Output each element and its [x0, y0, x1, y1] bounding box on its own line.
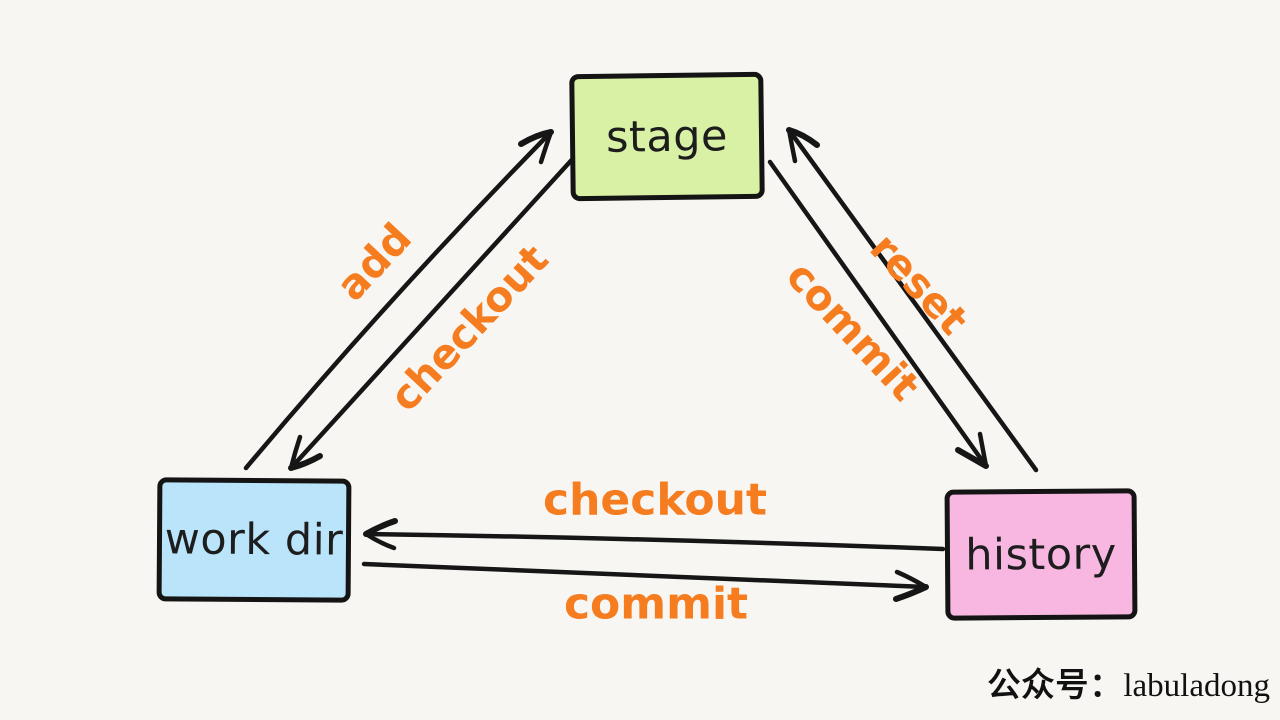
watermark: 公众号：labuladong [987, 658, 1270, 706]
node-work-dir-label: work dir [164, 514, 344, 566]
arrow-add [243, 129, 554, 471]
watermark-name: labuladong [1123, 668, 1270, 704]
edge-label-checkout-history-to-workdir: checkout [543, 474, 767, 526]
node-history-label: history [965, 528, 1117, 581]
node-stage: stage [569, 71, 765, 202]
arrow-reset [786, 127, 1039, 473]
watermark-prefix: 公众号： [987, 665, 1124, 704]
arrow-checkout-to-workdir [288, 150, 581, 471]
arrow-commit-to-history-horizontal [361, 561, 929, 602]
arrow-checkout-to-workdir-horizontal [363, 518, 946, 552]
node-work-dir: work dir [156, 477, 352, 603]
node-history: history [944, 488, 1138, 621]
edge-label-commit-workdir-to-history: commit [563, 578, 749, 630]
arrow-commit-to-history [767, 159, 989, 469]
node-stage-label: stage [605, 110, 729, 163]
